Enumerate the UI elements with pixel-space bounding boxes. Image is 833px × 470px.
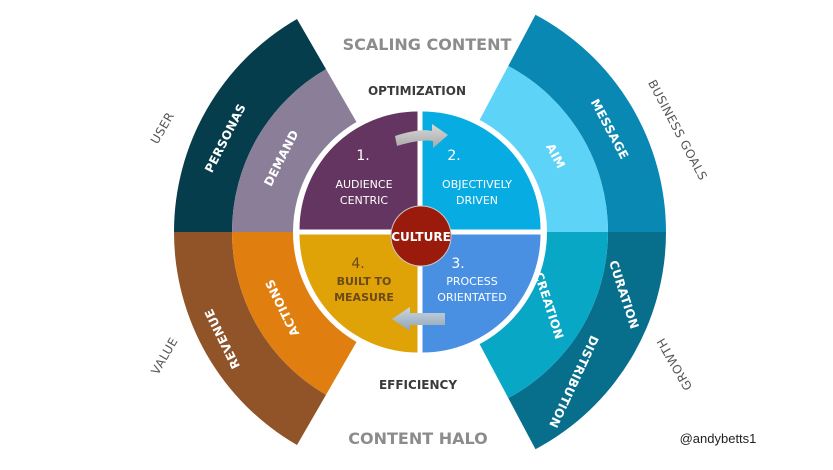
- band-demand: [232, 69, 357, 232]
- quadrant-2-line2: DRIVEN: [456, 194, 498, 207]
- band-aim: [479, 66, 608, 232]
- core-label: CULTURE: [391, 230, 451, 244]
- culture-core: [390, 205, 452, 267]
- label-efficiency: EFFICIENCY: [379, 378, 457, 392]
- quadrant-1-line1: AUDIENCE: [335, 178, 392, 191]
- side-label-growth: GROWTH: [654, 335, 695, 393]
- band-actions: [232, 232, 357, 395]
- arrow-left-icon: [392, 307, 445, 331]
- quadrant-4-number: 4.: [351, 256, 364, 272]
- quadrant-2-number: 2.: [447, 148, 460, 164]
- quadrant-3-line2: ORIENTATED: [437, 291, 506, 304]
- quadrant-4-line2: MEASURE: [334, 291, 394, 304]
- arrow-right-icon: [395, 124, 448, 148]
- band-curation-distribution: [508, 232, 666, 450]
- side-label-user: USER: [148, 110, 177, 147]
- quadrant-objectively-driven: [422, 111, 541, 230]
- quadrant-4-line1: BUILT TO: [337, 275, 392, 288]
- quadrant-1-number: 1.: [356, 148, 369, 164]
- quadrant-1-line2: CENTRIC: [340, 194, 388, 207]
- quadrant-process-orientated: [422, 234, 541, 353]
- quadrant-3-number: 3.: [451, 256, 464, 272]
- quadrant-3-line1: PROCESS: [446, 275, 498, 288]
- quadrant-built-to-measure: [299, 234, 418, 353]
- halo-bands: [174, 14, 666, 450]
- title-content-halo: CONTENT HALO: [348, 429, 487, 448]
- band-revenue: [174, 232, 326, 446]
- title-scaling-content: SCALING CONTENT: [343, 35, 512, 54]
- author-credit: @andybetts1: [680, 431, 757, 446]
- side-label-value: VALUE: [148, 335, 180, 377]
- quadrant-2-line1: OBJECTIVELY: [442, 178, 512, 191]
- label-optimization: OPTIMIZATION: [368, 84, 466, 98]
- band-creation: [479, 232, 608, 398]
- quadrant-audience-centric: [299, 111, 418, 230]
- band-message: [508, 14, 666, 233]
- band-personas: [174, 18, 326, 233]
- quadrants: [299, 111, 541, 353]
